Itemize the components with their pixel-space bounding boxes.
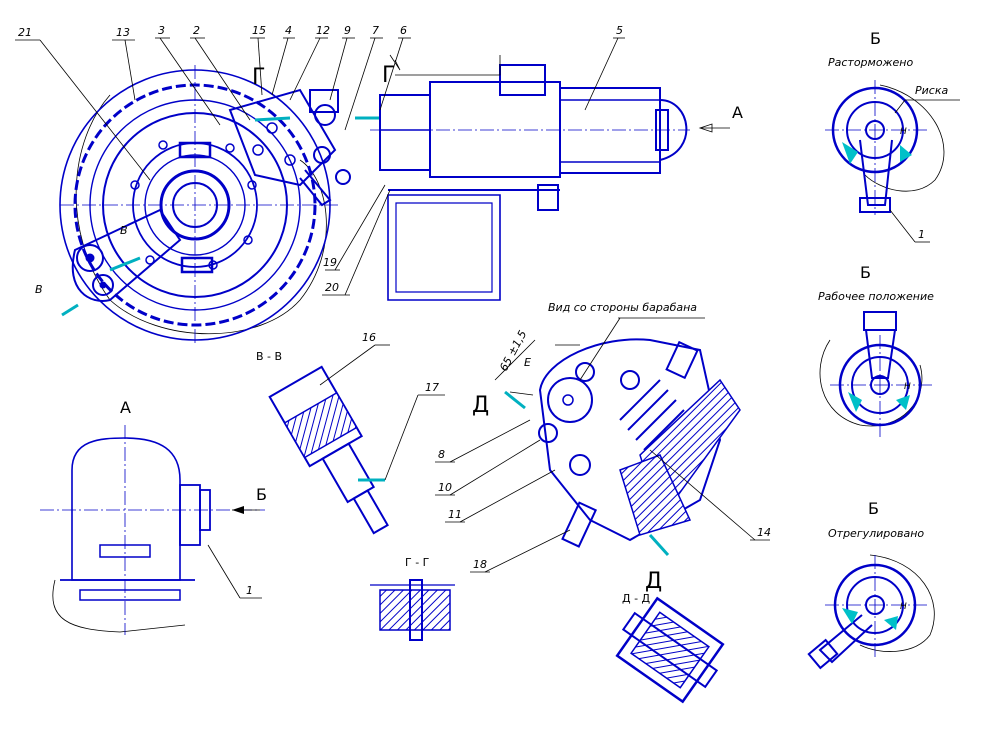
main-view — [59, 65, 380, 345]
callout-9: 9 — [344, 24, 351, 37]
callout-6: 6 — [400, 24, 407, 37]
section-g-g — [370, 579, 455, 641]
gauge-h-1: Н — [900, 127, 907, 137]
marker-d-left: Д — [472, 393, 489, 418]
marker-v-left: В — [35, 283, 43, 296]
leader-lines — [15, 37, 770, 573]
label-b-2: Б — [860, 263, 871, 282]
label-b-1: Б — [870, 29, 881, 48]
callout-11: 11 — [448, 508, 462, 521]
caption-working: Рабочее положение — [818, 290, 934, 303]
callout-20: 20 — [325, 281, 339, 294]
captions: Расторможено Рабочее положение Отрегулир… — [497, 56, 948, 612]
caption-mark: Риска — [915, 84, 948, 97]
callout-12: 12 — [316, 24, 330, 37]
callout-19: 19 — [323, 256, 337, 269]
brake-lever — [71, 208, 182, 302]
callout-4: 4 — [285, 24, 292, 37]
caption-adjusted: Отрегулировано — [828, 527, 924, 540]
callout-1-gauge: 1 — [918, 228, 925, 241]
callout-18: 18 — [473, 558, 487, 571]
section-v-v — [268, 344, 445, 535]
gauge-released — [825, 80, 960, 243]
callout-3: 3 — [158, 24, 165, 37]
callout-15: 15 — [252, 24, 266, 37]
label-section-dd: Д - Д — [622, 592, 651, 605]
marker-g-left: Г — [252, 65, 265, 90]
caption-drum-view: Вид со стороны барабана — [548, 301, 697, 314]
marker-v-top: В — [120, 224, 128, 237]
label-section-vv: В - В — [256, 350, 282, 363]
callout-17: 17 — [425, 381, 439, 394]
view-a — [40, 425, 265, 635]
marker-g-right: Г — [382, 63, 395, 88]
callout-7: 7 — [372, 24, 379, 37]
label-arrow-b: Б — [256, 485, 267, 504]
marker-e: Е — [524, 356, 531, 369]
gauge-adjusted — [807, 554, 935, 670]
callout-13: 13 — [116, 26, 130, 39]
gauge-h-3: Н — [900, 602, 907, 612]
callout-2: 2 — [193, 24, 200, 37]
callout-10: 10 — [438, 481, 452, 494]
callout-1-view-a: 1 — [246, 584, 253, 597]
callout-5: 5 — [616, 24, 623, 37]
callout-8: 8 — [438, 448, 445, 461]
callout-numbers: 21 13 3 2 15 4 12 9 7 6 5 16 17 8 10 11 … — [18, 24, 925, 597]
callout-21: 21 — [18, 26, 32, 39]
drum-side-view — [494, 317, 741, 557]
label-arrow-a: А — [732, 103, 743, 122]
callout-16: 16 — [362, 331, 376, 344]
gauge-working — [819, 311, 932, 440]
marker-d-bottom: Д — [645, 569, 662, 594]
thruster-motor — [370, 54, 730, 301]
label-b-3: Б — [868, 499, 879, 518]
view-labels: А А Б Б Б Б В - В Г - Г Д - Д Г Г В В Д … — [35, 29, 881, 605]
gauge-h-2: Н — [904, 382, 911, 392]
linkage-plate — [228, 88, 337, 187]
label-view-a: А — [120, 398, 131, 417]
callout-14: 14 — [757, 526, 771, 539]
section-d-d — [615, 596, 725, 704]
label-section-gg: Г - Г — [405, 556, 430, 569]
caption-released: Расторможено — [828, 56, 913, 69]
